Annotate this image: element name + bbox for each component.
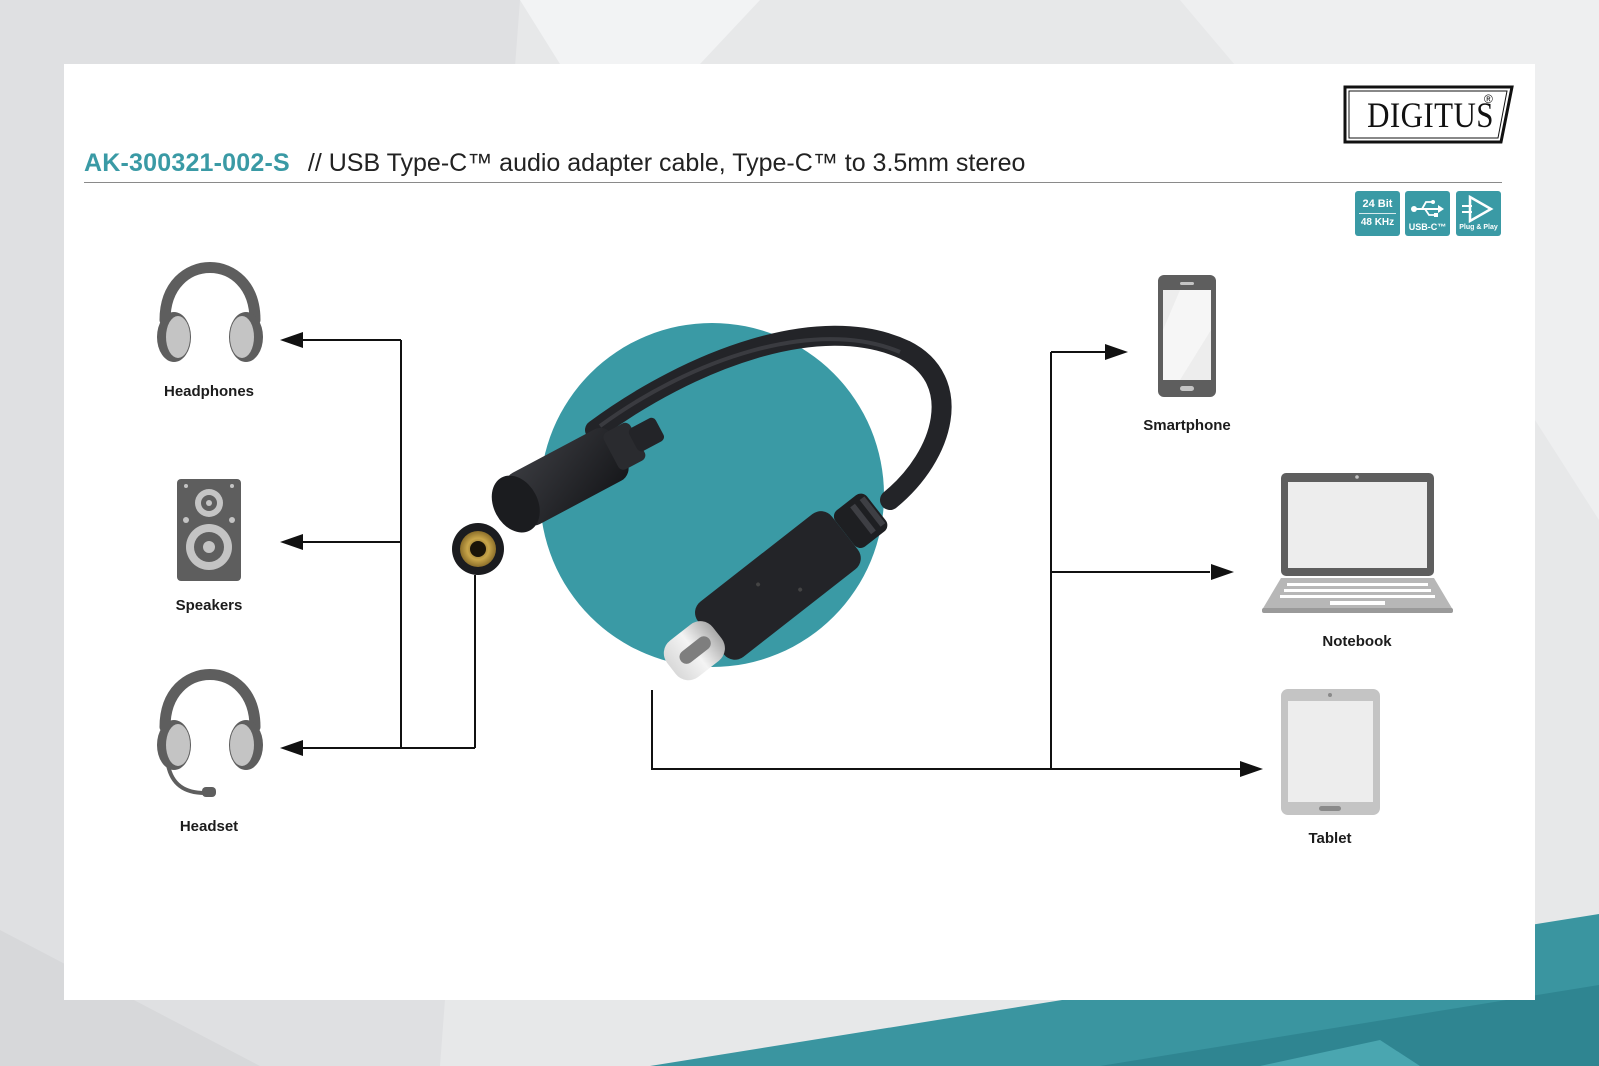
product-description: // USB Type-C™ audio adapter cable, Type… xyxy=(307,149,1026,177)
usb-c-label: USB-C™ xyxy=(1408,222,1447,232)
badge-divider xyxy=(1359,213,1396,214)
sample-rate-label: 48 KHz xyxy=(1360,217,1395,228)
tablet-label: Tablet xyxy=(1308,830,1352,847)
audio-quality-badge: 24 Bit 48 KHz xyxy=(1355,191,1400,236)
bit-depth-label: 24 Bit xyxy=(1362,198,1393,210)
headset-label: Headset xyxy=(179,818,239,835)
plug-play-icon xyxy=(1462,194,1494,224)
plug-play-label: Plug & Play xyxy=(1459,224,1498,231)
notebook-label: Notebook xyxy=(1322,633,1392,650)
content-card xyxy=(64,64,1535,1000)
product-code: AK-300321-002-S xyxy=(84,149,290,177)
plug-and-play-badge: Plug & Play xyxy=(1456,191,1501,236)
page-title: AK-300321-002-S // USB Type-C™ audio adap… xyxy=(84,146,1025,180)
title-divider xyxy=(84,182,1502,183)
speakers-label: Speakers xyxy=(175,597,243,614)
headphones-label: Headphones xyxy=(163,383,254,400)
usb-icon xyxy=(1411,200,1444,217)
registered-mark: ® xyxy=(1484,92,1493,106)
usb-c-badge: USB-C™ xyxy=(1405,191,1450,236)
digitus-logo: DIGITUS xyxy=(1367,95,1494,135)
smartphone-label: Smartphone xyxy=(1143,417,1231,434)
